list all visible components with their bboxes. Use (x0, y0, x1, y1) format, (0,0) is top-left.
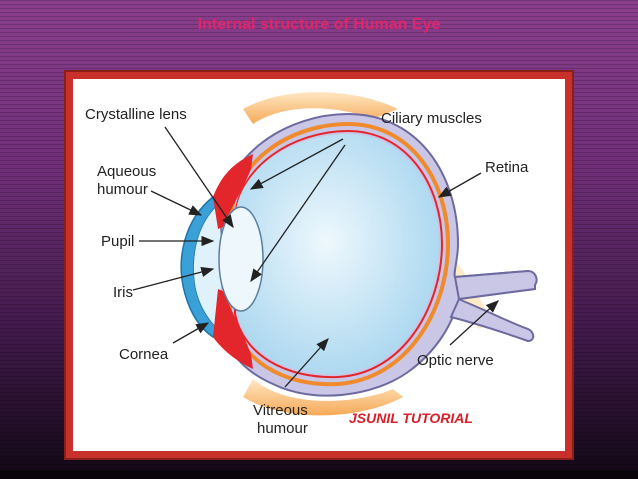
ciliary-lower (213, 289, 253, 369)
watermark-text: JSUNIL TUTORIAL (349, 410, 473, 426)
optic-nerve-shape (453, 269, 538, 301)
label-crystalline-lens: Crystalline lens (85, 106, 187, 123)
leader-optic-nerve (449, 300, 499, 346)
leader-aqueous-humour (150, 190, 203, 216)
leader-retina (437, 172, 482, 198)
lower-lid-shape (243, 379, 403, 416)
label-optic-nerve: Optic nerve (417, 352, 494, 369)
diagram-canvas: Crystalline lens Aqueous humour Pupil Ir… (73, 79, 565, 451)
vitreous-body (235, 134, 439, 375)
label-vitreous-2: humour (257, 420, 308, 437)
label-aqueous-2: humour (97, 181, 148, 198)
leader-ciliary-upper (249, 138, 344, 190)
lens-shape (218, 206, 264, 312)
retina-layer (234, 129, 444, 379)
label-pupil: Pupil (101, 233, 134, 250)
label-vitreous-1: Vitreous (253, 402, 308, 419)
upper-lid-shape (243, 92, 398, 124)
footer-bar (0, 470, 638, 479)
label-cornea: Cornea (119, 346, 169, 363)
ciliary-upper (213, 154, 253, 229)
choroid (227, 121, 451, 387)
leader-iris (132, 266, 215, 291)
diagram-frame: Crystalline lens Aqueous humour Pupil Ir… (64, 70, 574, 460)
optic-nerve-lower (449, 297, 535, 343)
leader-crystalline-lens (164, 126, 234, 229)
label-iris: Iris (113, 284, 133, 301)
eye-diagram: Crystalline lens Aqueous humour Pupil Ir… (85, 92, 538, 437)
label-ciliary-muscles: Ciliary muscles (381, 110, 482, 127)
leader-cornea (172, 322, 210, 344)
slide-title: Internal structure of Human Eye (197, 16, 441, 33)
leader-vitreous-humour (284, 338, 329, 388)
label-aqueous-1: Aqueous (97, 163, 156, 180)
label-retina: Retina (485, 159, 529, 176)
leader-ciliary-lower (250, 144, 346, 283)
